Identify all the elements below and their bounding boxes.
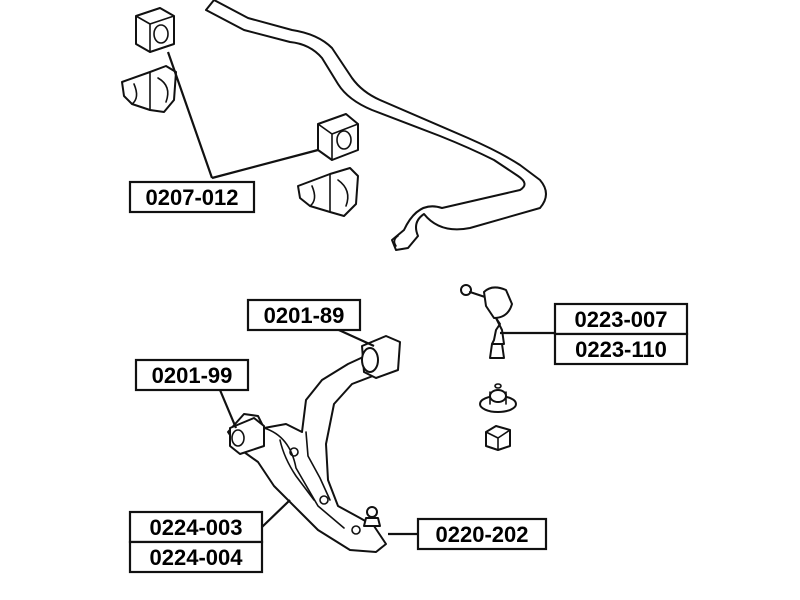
label-text-0207-012: 0207-012 [146, 185, 239, 210]
label-text-0223-007: 0223-007 [575, 307, 668, 332]
stabilizer-bracket-upper [121, 65, 177, 113]
arm-front-bushing [361, 335, 401, 379]
label-control-arm-1: 0224-003 [128, 510, 264, 544]
stabilizer-bar [205, 0, 547, 251]
label-text-0220-202: 0220-202 [436, 522, 529, 547]
stabilizer-bushing-upper [135, 7, 175, 53]
label-text-0224-003: 0224-003 [150, 515, 243, 540]
stabilizer-link [460, 284, 513, 359]
link-bushing [485, 425, 511, 451]
label-ball-joint: 0220-202 [416, 517, 548, 551]
stabilizer-bracket-right [297, 167, 359, 217]
stabilizer-bushing-right [317, 113, 359, 161]
label-text-0201-89: 0201-89 [264, 303, 345, 328]
leader-lines [166, 51, 555, 536]
label-stabilizer-link-2: 0223-110 [553, 332, 689, 366]
label-text-0223-110: 0223-110 [575, 337, 667, 362]
label-stabilizer-link-1: 0223-007 [553, 302, 689, 336]
link-washer [479, 383, 517, 413]
ball-joint [363, 506, 381, 527]
label-arm-front-bushing: 0201-89 [246, 298, 362, 332]
arm-rear-bushing [229, 417, 265, 455]
label-arm-rear-bushing: 0201-99 [134, 358, 250, 392]
lower-control-arm [227, 351, 387, 553]
label-text-0201-99: 0201-99 [152, 363, 233, 388]
label-stabilizer-bushing: 0207-012 [128, 180, 256, 214]
label-control-arm-2: 0224-004 [128, 540, 264, 574]
label-text-0224-004: 0224-004 [150, 545, 244, 570]
